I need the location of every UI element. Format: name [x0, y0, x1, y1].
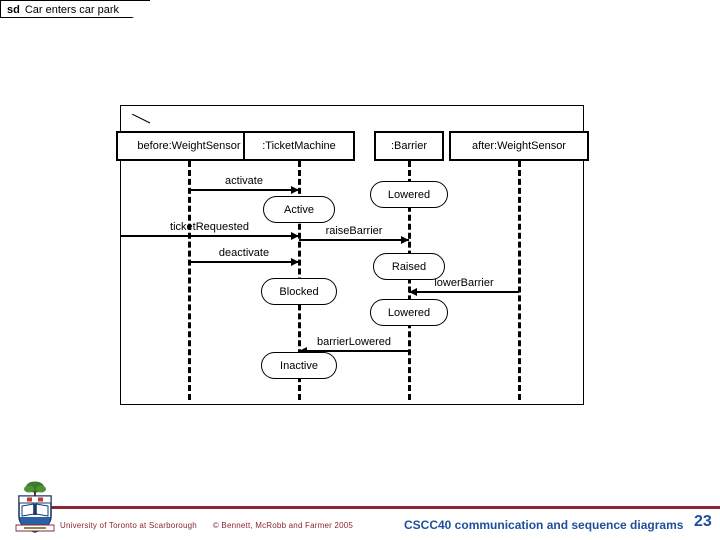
message-label-activate: activate — [225, 175, 263, 187]
message-arrowhead-deactivate-icon — [291, 258, 299, 266]
message-label-lowerBarrier: lowerBarrier — [434, 277, 494, 289]
message-arrowhead-activate-icon — [291, 186, 299, 194]
message-arrowhead-barrierLowered-icon — [299, 347, 307, 355]
state-box-active-0[interactable]: Active — [263, 196, 335, 223]
message-label-raiseBarrier: raiseBarrier — [325, 225, 383, 237]
state-label: Active — [284, 203, 314, 216]
copyright-label: © Bennett, McRobb and Farmer 2005 — [212, 521, 354, 530]
state-box-raised-2[interactable]: Raised — [373, 253, 445, 280]
message-label-barrierLowered: barrierLowered — [317, 336, 391, 348]
frame-title-tab: sd Car enters car park — [0, 0, 150, 18]
lifeline-before — [188, 161, 191, 400]
lifeline-label: :TicketMachine — [262, 140, 336, 152]
university-crest-icon — [15, 481, 55, 533]
lifeline-head-before[interactable]: before:WeightSensor — [115, 131, 263, 161]
lifeline-head-ticket[interactable]: :TicketMachine — [243, 131, 355, 161]
state-box-lowered-4[interactable]: Lowered — [370, 299, 448, 326]
message-line-ticketRequested — [120, 235, 299, 237]
frame-title-text: sd Car enters car park — [7, 3, 119, 17]
state-label: Blocked — [279, 285, 319, 298]
message-label-ticketRequested: ticketRequested — [170, 221, 249, 233]
message-arrowhead-raiseBarrier-icon — [401, 236, 409, 244]
state-box-inactive-5[interactable]: Inactive — [261, 352, 337, 379]
state-label: Inactive — [280, 359, 318, 372]
message-arrowhead-lowerBarrier-icon — [409, 288, 417, 296]
course-title-label: CSCC40 communication and sequence diagra… — [404, 518, 684, 532]
frame-title-label: Car enters car park — [24, 4, 119, 16]
message-line-deactivate — [189, 261, 299, 263]
message-arrowhead-ticketRequested-icon — [291, 232, 299, 240]
lifeline-head-barrier[interactable]: :Barrier — [374, 131, 444, 161]
message-line-lowerBarrier — [409, 291, 519, 293]
footer-divider — [45, 506, 720, 509]
institution-label: University of Toronto at Scarborough — [60, 521, 197, 530]
lifeline-head-after[interactable]: after:WeightSensor — [449, 131, 589, 161]
lifeline-label: before:WeightSensor — [137, 140, 241, 152]
message-label-deactivate: deactivate — [218, 247, 270, 259]
message-line-barrierLowered — [299, 350, 409, 352]
lifeline-barrier — [408, 161, 411, 400]
state-label: Raised — [391, 260, 427, 273]
lifeline-label: :Barrier — [390, 140, 428, 152]
lifeline-label: after:WeightSensor — [472, 140, 566, 152]
frame-keyword: sd — [7, 4, 20, 16]
message-line-activate — [189, 189, 299, 191]
state-label: Lowered — [387, 306, 431, 319]
state-box-lowered-1[interactable]: Lowered — [370, 181, 448, 208]
message-line-raiseBarrier — [299, 239, 409, 241]
lifeline-after — [518, 161, 521, 400]
state-label: Lowered — [387, 188, 431, 201]
page-number-label: 23 — [694, 513, 712, 530]
footer-attribution: University of Toronto at Scarborough © Be… — [60, 521, 353, 530]
state-box-blocked-3[interactable]: Blocked — [261, 278, 337, 305]
